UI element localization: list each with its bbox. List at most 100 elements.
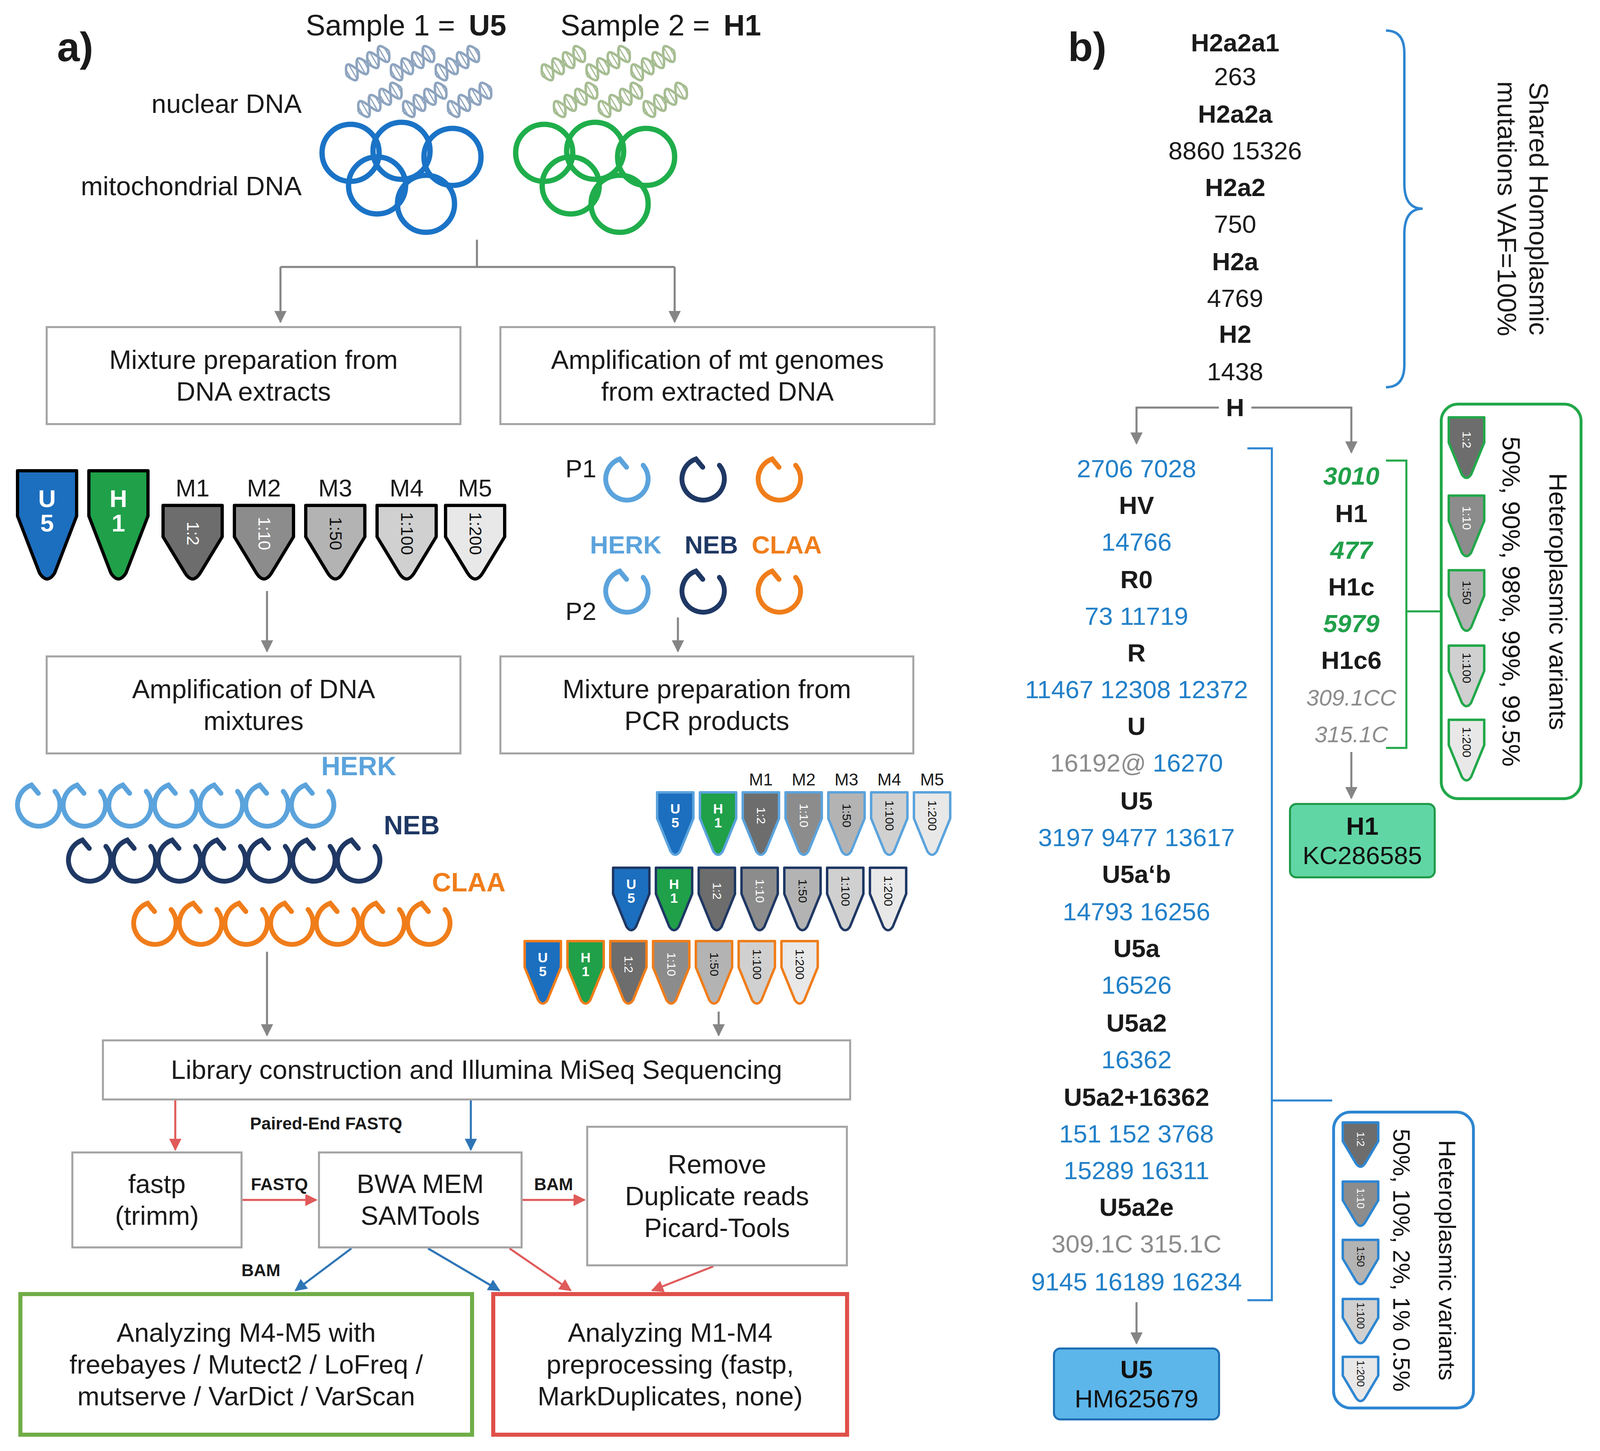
helix-strand bbox=[443, 79, 496, 120]
sample-tube: M31:50 bbox=[826, 768, 867, 861]
tube-text: 1:2 bbox=[754, 807, 768, 825]
connector bbox=[174, 1100, 177, 1150]
tube-text: 1:2 bbox=[183, 521, 202, 546]
annotation-label: b) bbox=[1068, 22, 1107, 72]
haplotree-label: U bbox=[1127, 711, 1146, 742]
haplotree-label: 11467 12308 12372 bbox=[1024, 674, 1248, 705]
haplotree-label: 15289 16311 bbox=[1063, 1155, 1210, 1186]
box-text: Mixture preparation from DNA extracts bbox=[92, 344, 415, 408]
tube-shape bbox=[1447, 415, 1486, 484]
haplotree-label: 16526 bbox=[1101, 970, 1172, 1001]
tube-outline bbox=[1448, 570, 1485, 632]
tube-text: 1:50 bbox=[1459, 580, 1474, 605]
helix-strand bbox=[431, 43, 484, 84]
sample-tube: H1 bbox=[698, 790, 738, 861]
haplotree-label: Shared Homoplasmic mutations VAF=100% bbox=[1490, 53, 1555, 364]
amplicon-spiral bbox=[407, 903, 451, 945]
tube-text: 1:200 bbox=[792, 949, 807, 980]
tube-outline bbox=[781, 941, 818, 1004]
haplotree-label: 4769 bbox=[1207, 283, 1264, 314]
haplotree-label: 73 11719 bbox=[1084, 601, 1189, 632]
helix-strand bbox=[431, 43, 484, 84]
sample-tube: M21:10 bbox=[783, 768, 824, 861]
amplicon-spiral bbox=[63, 785, 106, 827]
sample-tube: 1:50 bbox=[694, 939, 734, 1009]
process-box: Mixture preparation from DNA extracts bbox=[45, 326, 462, 426]
annotation-label: P2 bbox=[565, 596, 597, 627]
connector bbox=[295, 1248, 352, 1291]
sample-tube: M2 1:10 bbox=[232, 472, 296, 588]
tube-outline bbox=[741, 867, 778, 931]
box-text: Analyzing M1-M4 preprocessing (fastp, Ma… bbox=[531, 1317, 809, 1413]
box-text: fastp (trimm) bbox=[105, 1168, 208, 1232]
amplicon-spiral bbox=[337, 840, 380, 882]
tube-outline bbox=[695, 941, 733, 1004]
tube-outline bbox=[613, 867, 650, 931]
haplotree-label: H1c6 bbox=[1321, 645, 1382, 676]
tube-outline bbox=[377, 505, 437, 579]
helix-strand bbox=[342, 43, 394, 84]
helix-strand bbox=[594, 79, 647, 120]
amplicon-spiral bbox=[245, 785, 289, 827]
flow-arrow bbox=[673, 267, 676, 323]
sample-tube: 1:200 bbox=[1341, 1355, 1380, 1407]
amplicon-spiral bbox=[247, 840, 291, 882]
helix-strand bbox=[627, 43, 679, 84]
haplotree-label: U5a2+16362 bbox=[1063, 1082, 1210, 1113]
haplotree-label: 309.1CC bbox=[1306, 684, 1397, 712]
haplotree-label: 1438 bbox=[1207, 356, 1264, 387]
haplotree-label: 16270 bbox=[1152, 748, 1223, 779]
amplicon-spiral bbox=[154, 785, 197, 827]
box-text: Amplification of DNA mixtures bbox=[92, 673, 415, 738]
annotation-label: mitochondrial DNA bbox=[80, 170, 302, 203]
flow-arrow bbox=[266, 951, 269, 1036]
helix-strand bbox=[342, 43, 394, 84]
tube-text: U5 bbox=[35, 486, 60, 536]
helix-strand bbox=[354, 79, 406, 120]
process-box: Amplification of DNA mixtures bbox=[45, 655, 462, 755]
tube-text: 1:10 bbox=[254, 516, 274, 551]
tube-text: U5 bbox=[668, 801, 683, 830]
box-text: Analyzing M4-M5 with freebayes / Mutect2… bbox=[63, 1317, 430, 1413]
curly-brace bbox=[1385, 30, 1423, 388]
haplotree-label: U5a‘b bbox=[1102, 859, 1172, 890]
amplicon-spiral bbox=[179, 903, 222, 945]
annotation-label: NEB bbox=[684, 529, 739, 561]
tube-text: 1:100 bbox=[397, 512, 416, 555]
haplogroup-box: H1KC286585 bbox=[1288, 803, 1436, 879]
process-box: Remove Duplicate reads Picard-Tools bbox=[586, 1125, 848, 1267]
annotation-label: nuclear DNA bbox=[151, 88, 302, 120]
tube-outline bbox=[827, 867, 864, 931]
helix-strand bbox=[639, 79, 691, 120]
amplicon-spiral bbox=[17, 785, 60, 827]
haplotree-label: U5a2 bbox=[1106, 1008, 1167, 1039]
amplicon-spiral bbox=[681, 571, 725, 613]
mixture-label: M2 bbox=[232, 472, 296, 504]
tube-text: 1:50 bbox=[795, 879, 810, 903]
connector bbox=[470, 1100, 473, 1150]
haplotree-label: H2a2a1 bbox=[1190, 27, 1280, 58]
edge-label: BAM bbox=[531, 1174, 576, 1195]
dna-helix bbox=[537, 43, 590, 84]
tube-outline bbox=[828, 792, 865, 855]
tube-outline bbox=[1342, 1240, 1379, 1285]
sample-tube: 1:2 bbox=[1341, 1121, 1380, 1172]
tube-text: U5 bbox=[624, 877, 639, 905]
dna-helix bbox=[582, 43, 634, 84]
amplicon-spiral bbox=[605, 571, 649, 613]
tube-outline bbox=[653, 941, 690, 1004]
sample-tube: U5 bbox=[523, 939, 563, 1009]
sample-tube: U5 bbox=[15, 468, 79, 588]
percent-list: 50%, 90%, 98%, 99%, 99.5% bbox=[1496, 436, 1526, 767]
haplogroup-box: U5HM625679 bbox=[1052, 1347, 1221, 1421]
tube-outline bbox=[524, 941, 561, 1004]
mt-circle bbox=[397, 175, 455, 233]
process-box: fastp (trimm) bbox=[71, 1151, 243, 1249]
tube-text: 1:200 bbox=[1459, 727, 1474, 758]
helix-strand bbox=[537, 43, 590, 84]
mixture-label: M4 bbox=[375, 472, 439, 504]
sample-tube: M31:50 bbox=[303, 472, 367, 588]
annotation-label: a) bbox=[57, 22, 94, 72]
haplotree-label: 309.1C 315.1C bbox=[1051, 1229, 1222, 1260]
helix-strand bbox=[399, 79, 451, 120]
